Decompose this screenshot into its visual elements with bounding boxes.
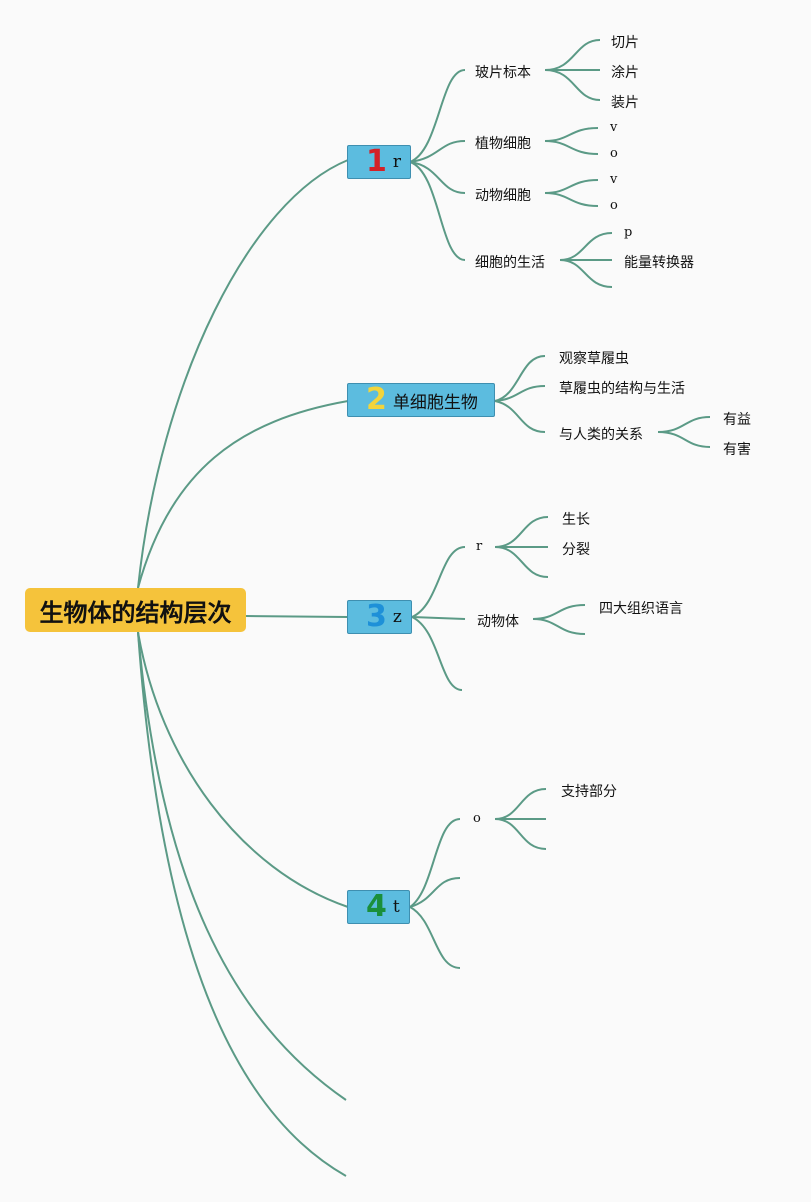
- subtopic-label[interactable]: p: [622, 225, 635, 240]
- link-b4-t1: [409, 818, 461, 908]
- link-b1-t1-c1: [544, 39, 601, 71]
- link-b4-t2: [409, 877, 461, 908]
- branch-node-3[interactable]: 3 z: [347, 600, 412, 634]
- subtopic-label[interactable]: 装片: [609, 92, 641, 112]
- link-b4-t1-c1: [494, 788, 547, 820]
- branch-number-3: 3: [366, 599, 387, 634]
- link-b2-t3-c1: [657, 416, 711, 433]
- subtopic-label[interactable]: 生长: [560, 509, 592, 529]
- topic-label[interactable]: o: [471, 811, 483, 826]
- link-b1-t4-c1: [559, 232, 613, 261]
- link-b2-t2: [494, 385, 546, 402]
- topic-label[interactable]: 植物细胞: [473, 133, 533, 153]
- link-b3-t2-c2: [532, 618, 586, 635]
- subtopic-label[interactable]: 能量转换器: [622, 252, 696, 272]
- link-b1-t1-c3: [544, 69, 601, 101]
- link-b3-t3: [411, 616, 463, 691]
- subtopic-label[interactable]: v: [608, 120, 620, 135]
- link-b3-t1-c1: [494, 516, 549, 548]
- link-b3-t2-c1: [532, 604, 586, 620]
- link-b4-t1-c3: [494, 818, 547, 850]
- subtopic-label[interactable]: 有益: [721, 409, 753, 429]
- topic-label[interactable]: 观察草履虫: [557, 348, 631, 368]
- link-b1-t3-c1: [544, 179, 599, 194]
- topic-label[interactable]: 与人类的关系: [557, 424, 645, 444]
- link-b1-t2-c1: [544, 127, 599, 142]
- branch-label-1: r: [392, 152, 402, 172]
- topic-label[interactable]: r: [474, 539, 485, 554]
- subtopic-label[interactable]: 涂片: [609, 62, 641, 82]
- topic-label[interactable]: 动物体: [475, 611, 521, 631]
- link-b1-t4-c3: [559, 259, 613, 288]
- branch-label-3: z: [392, 607, 402, 627]
- branch-number-1: 1: [366, 144, 387, 179]
- link-b3-t2: [411, 616, 466, 620]
- link-b3-t1: [411, 546, 466, 618]
- link-b4-t3: [409, 906, 461, 969]
- topic-label[interactable]: 动物细胞: [473, 185, 533, 205]
- branch-number-4: 4: [366, 889, 387, 924]
- link-root-b1: [137, 159, 349, 589]
- link-root-b3: [245, 615, 349, 618]
- branch-label-2: 单细胞生物: [392, 392, 478, 413]
- link-b1-t4: [409, 161, 466, 261]
- root-label: 生物体的结构层次: [39, 598, 232, 627]
- subtopic-label[interactable]: o: [608, 198, 620, 213]
- branch-node-4[interactable]: 4 t: [347, 890, 410, 924]
- branch-number-2: 2: [366, 382, 387, 417]
- subtopic-label[interactable]: 有害: [721, 439, 753, 459]
- subtopic-label[interactable]: 支持部分: [559, 781, 619, 801]
- link-b1-t3-c2: [544, 192, 599, 207]
- link-b2-t3: [494, 400, 546, 433]
- link-root-b4: [137, 631, 349, 908]
- link-b1-t2-c2: [544, 140, 599, 155]
- link-b1-t1: [409, 69, 466, 163]
- link-b1-t3: [409, 161, 466, 194]
- subtopic-label[interactable]: 分裂: [560, 539, 592, 559]
- topic-label[interactable]: 草履虫的结构与生活: [557, 378, 687, 398]
- branch-node-1[interactable]: 1 r: [347, 145, 411, 179]
- link-root-b2: [137, 400, 349, 589]
- link-b2-t1: [494, 355, 546, 402]
- subtopic-label[interactable]: 切片: [609, 32, 641, 52]
- subtopic-label[interactable]: v: [608, 172, 620, 187]
- branch-label-4: t: [392, 897, 400, 917]
- link-b3-t1-c3: [494, 546, 549, 578]
- topic-label[interactable]: 细胞的生活: [473, 252, 547, 272]
- root-node[interactable]: 生物体的结构层次: [25, 588, 246, 632]
- link-root-extra-2: [137, 631, 347, 1177]
- link-root-extra-1: [137, 631, 347, 1101]
- branch-node-2[interactable]: 2 单细胞生物: [347, 383, 495, 417]
- link-b1-t2: [409, 140, 466, 163]
- subtopic-label[interactable]: 四大组织语言: [597, 598, 685, 618]
- link-b2-t3-c2: [657, 431, 711, 448]
- subtopic-label[interactable]: o: [608, 146, 620, 161]
- topic-label[interactable]: 玻片标本: [473, 62, 533, 82]
